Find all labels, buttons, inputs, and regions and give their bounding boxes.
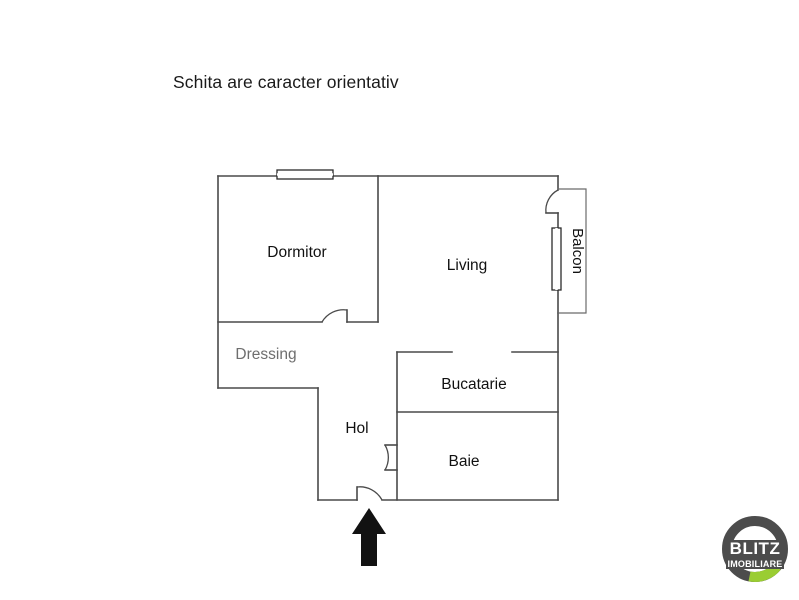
arrow-glyph: [352, 508, 386, 566]
room-label-baie: Baie: [448, 453, 479, 470]
balcony-outline: [557, 188, 587, 314]
room-label-living: Living: [447, 257, 488, 274]
logo-svg: BLITZ IMOBILIARE: [722, 516, 788, 582]
dormitor-door: [321, 309, 348, 323]
entrance-door: [356, 486, 383, 501]
room-label-hol: Hol: [345, 420, 368, 437]
brand-logo: BLITZ IMOBILIARE: [716, 510, 794, 588]
door-swing-arc: [321, 309, 348, 323]
balcon-door: [545, 189, 559, 214]
door-swing-arc: [356, 486, 383, 501]
room-label-bucatarie: Bucatarie: [441, 376, 506, 393]
room-label-balcon: Balcon: [569, 228, 586, 274]
dormitor-window: [276, 169, 334, 180]
balcon-window: [551, 227, 562, 291]
logo-sub-banner: [726, 558, 784, 569]
logo-sub-text: IMOBILIARE: [728, 559, 783, 569]
room-label-dressing: Dressing: [235, 346, 296, 363]
balcon-railing: [557, 188, 587, 314]
logo-brand-text: BLITZ: [730, 539, 781, 558]
door-swing-arc: [545, 189, 559, 214]
entrance-arrow: [352, 508, 386, 566]
baie-door: [384, 444, 398, 471]
door-swing-arc: [384, 444, 389, 471]
interior-walls: [217, 175, 559, 501]
page-title: Schita are caracter orientativ: [173, 72, 399, 92]
exterior-walls: [217, 175, 559, 501]
room-label-dormitor: Dormitor: [267, 244, 326, 261]
logo-banner: [724, 540, 786, 560]
